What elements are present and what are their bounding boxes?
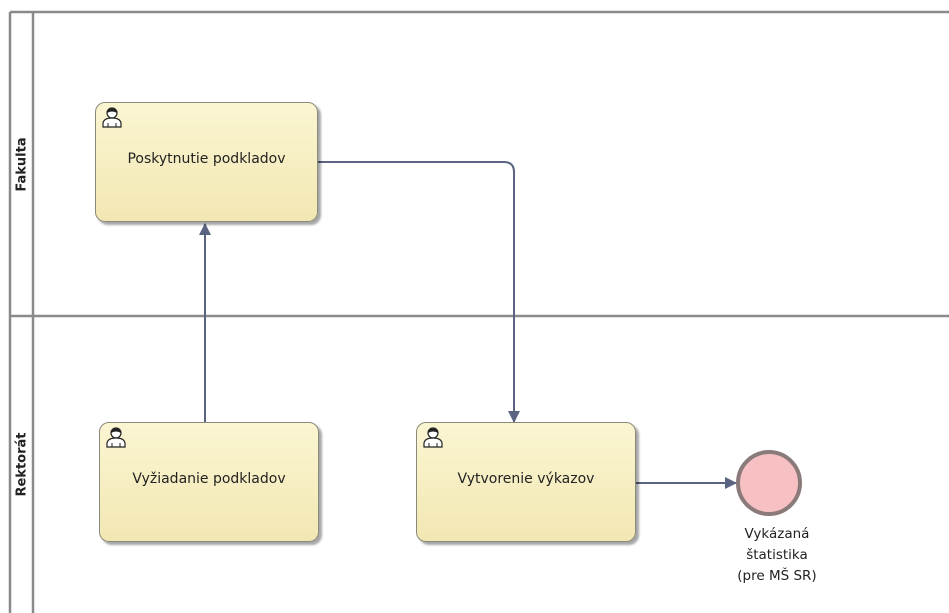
lane-name: Fakulta	[14, 136, 30, 192]
task-label: Vyžiadanie podkladov	[132, 471, 286, 487]
lane-label-rektorat: Rektorát	[11, 316, 33, 613]
task-label: Poskytnutie podkladov	[127, 151, 286, 167]
pool-border	[8, 10, 949, 613]
user-icon	[423, 427, 443, 448]
end-event-label: Vykázaná štatistika (pre MŠ SR)	[712, 524, 842, 587]
user-icon	[106, 427, 126, 448]
task-vytvorenie-vykazov[interactable]: Vytvorenie výkazov	[416, 422, 636, 542]
flow-poskytnutie-to-vytvorenie	[318, 161, 520, 423]
task-poskytnutie-podkladov[interactable]: Poskytnutie podkladov	[95, 102, 318, 222]
sequence-flows	[199, 161, 737, 489]
lane-label-fakulta: Fakulta	[11, 12, 33, 316]
user-icon	[102, 107, 122, 128]
end-event-label-line: štatistika	[746, 547, 808, 563]
lane-name: Rektorát	[14, 432, 30, 497]
task-vyziadanie-podkladov[interactable]: Vyžiadanie podkladov	[99, 422, 319, 542]
task-label: Vytvorenie výkazov	[457, 471, 595, 487]
end-event-label-line: Vykázaná	[744, 526, 810, 542]
end-event[interactable]	[736, 450, 802, 516]
end-event-label-line: (pre MŠ SR)	[737, 568, 817, 584]
